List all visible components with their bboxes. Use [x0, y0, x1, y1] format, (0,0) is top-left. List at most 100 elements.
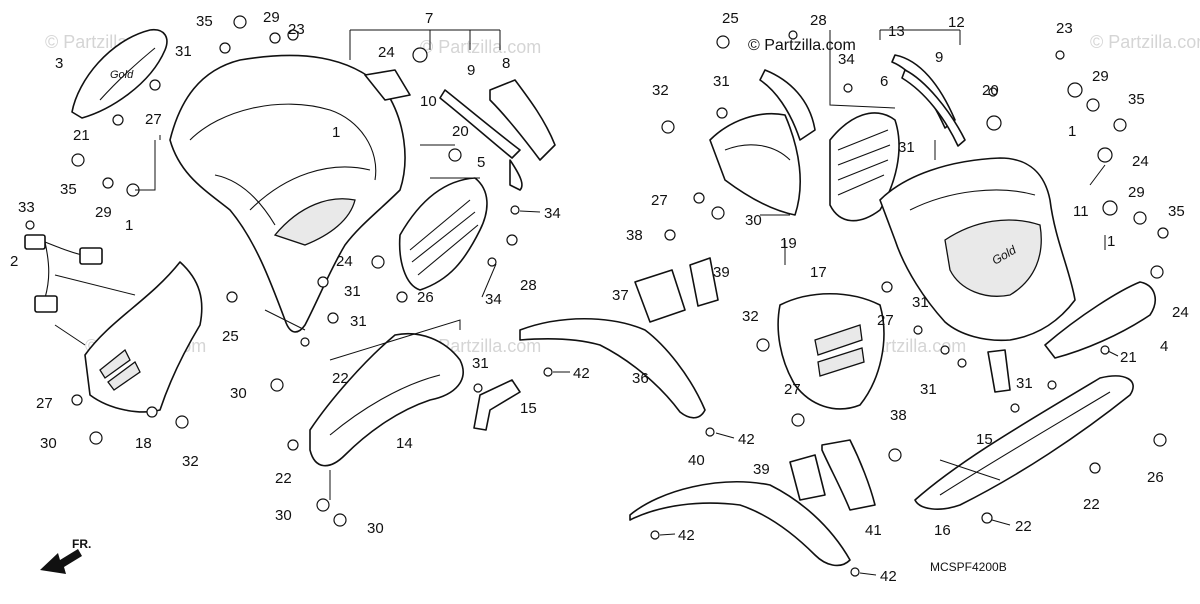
part-right-cover-4: [1044, 281, 1156, 359]
watermark: © Partzilla.com: [420, 37, 541, 57]
callout-24: 24: [336, 253, 353, 270]
callout-22: 22: [1015, 518, 1032, 535]
callout-31: 31: [713, 73, 730, 90]
callout-32: 32: [182, 453, 199, 470]
callout-35: 35: [60, 181, 77, 198]
callout-29: 29: [263, 9, 280, 26]
part-37: [634, 269, 686, 323]
callout-30: 30: [745, 212, 762, 229]
part-bottom-panel-40: [629, 481, 851, 567]
part-inner-panel-left: [84, 261, 203, 413]
callout-31: 31: [912, 294, 929, 311]
callout-26: 26: [417, 289, 434, 306]
callout-30: 30: [230, 385, 247, 402]
callout-16: 16: [934, 522, 951, 539]
callout-32: 32: [742, 308, 759, 325]
callout-27: 27: [651, 192, 668, 209]
part-strip-15-right: [987, 349, 1011, 393]
callout-29: 29: [1092, 68, 1109, 85]
part-long-panel-36: [519, 317, 706, 419]
callout-31: 31: [344, 283, 361, 300]
callout-35: 35: [1128, 91, 1145, 108]
callout-15: 15: [976, 431, 993, 448]
callout-29: 29: [1128, 184, 1145, 201]
part-mirror-cover: Gold: [71, 28, 168, 119]
callout-30: 30: [40, 435, 57, 452]
part-strip-15: [473, 379, 521, 431]
front-arrow: FR.: [40, 537, 91, 574]
part-seal-39: [689, 257, 719, 307]
callout-42: 42: [678, 527, 695, 544]
svg-text:Gold: Gold: [110, 69, 134, 81]
callout-32: 32: [652, 82, 669, 99]
callout-30: 30: [367, 520, 384, 537]
callout-25: 25: [722, 10, 739, 27]
part-lower-cowl-left: [309, 333, 464, 467]
callout-38: 38: [626, 227, 643, 244]
part-grille-6: [829, 112, 900, 222]
callout-6: 6: [880, 73, 888, 90]
callout-15: 15: [520, 400, 537, 417]
part-seal-39b: [789, 454, 826, 501]
callout-3: 3: [55, 55, 63, 72]
callout-9: 9: [467, 62, 475, 79]
callout-41: 41: [865, 522, 882, 539]
callout-27: 27: [145, 111, 162, 128]
callout-31: 31: [175, 43, 192, 60]
part-side-panel-19: [709, 112, 801, 216]
callout-31: 31: [1016, 375, 1033, 392]
callout-42: 42: [573, 365, 590, 382]
part-inner-panel-17: [777, 293, 885, 410]
callout-39: 39: [713, 264, 730, 281]
callout-13: 13: [888, 23, 905, 40]
diagram-code: MCSPF4200B: [930, 560, 1007, 574]
callout-11: 11: [1073, 203, 1089, 220]
leader-lines: [54, 29, 1106, 500]
callout-36: 36: [632, 370, 649, 387]
callout-31: 31: [898, 139, 915, 156]
callout-40: 40: [688, 452, 705, 469]
callout-23: 23: [288, 21, 305, 38]
callout-31: 31: [920, 381, 937, 398]
callout-labels: 35 29 23 7 31 3 24 9 8 10 27 21 1 20 5 3…: [10, 9, 1189, 585]
part-panel-8: [489, 79, 556, 161]
callout-42: 42: [880, 568, 897, 585]
callout-14: 14: [396, 435, 413, 452]
callout-1: 1: [332, 124, 340, 141]
callout-1: 1: [1107, 233, 1115, 250]
watermark: © Partzilla.com: [1090, 32, 1200, 52]
callout-34: 34: [838, 51, 855, 68]
callout-24: 24: [1132, 153, 1149, 170]
front-indicator-label: FR.: [72, 537, 91, 551]
callout-22: 22: [1083, 496, 1100, 513]
part-strip-end: [509, 159, 523, 191]
callout-7: 7: [425, 10, 433, 27]
callout-27: 27: [877, 312, 894, 329]
part-upper-cowl: [169, 54, 406, 333]
part-bracket-10: [364, 69, 411, 101]
callout-34: 34: [544, 205, 561, 222]
callout-26: 26: [1147, 469, 1164, 486]
callout-33: 33: [18, 199, 35, 216]
callout-21: 21: [73, 127, 90, 144]
callout-27: 27: [784, 381, 801, 398]
callout-5: 5: [477, 154, 485, 171]
callout-9: 9: [935, 49, 943, 66]
callout-42: 42: [738, 431, 755, 448]
callout-31: 31: [472, 355, 489, 372]
copyright-mark: © Partzilla.com: [748, 37, 856, 54]
callout-18: 18: [135, 435, 152, 452]
fasteners: [25, 15, 1169, 577]
callout-12: 12: [948, 14, 965, 31]
callout-29: 29: [95, 204, 112, 221]
callout-8: 8: [502, 55, 510, 72]
callout-39: 39: [753, 461, 770, 478]
callout-20: 20: [982, 82, 999, 99]
callout-24: 24: [378, 44, 395, 61]
callout-25: 25: [222, 328, 239, 345]
callout-38: 38: [890, 407, 907, 424]
part-strip-13: [901, 69, 966, 147]
callout-2: 2: [10, 253, 18, 270]
callout-20: 20: [452, 123, 469, 140]
